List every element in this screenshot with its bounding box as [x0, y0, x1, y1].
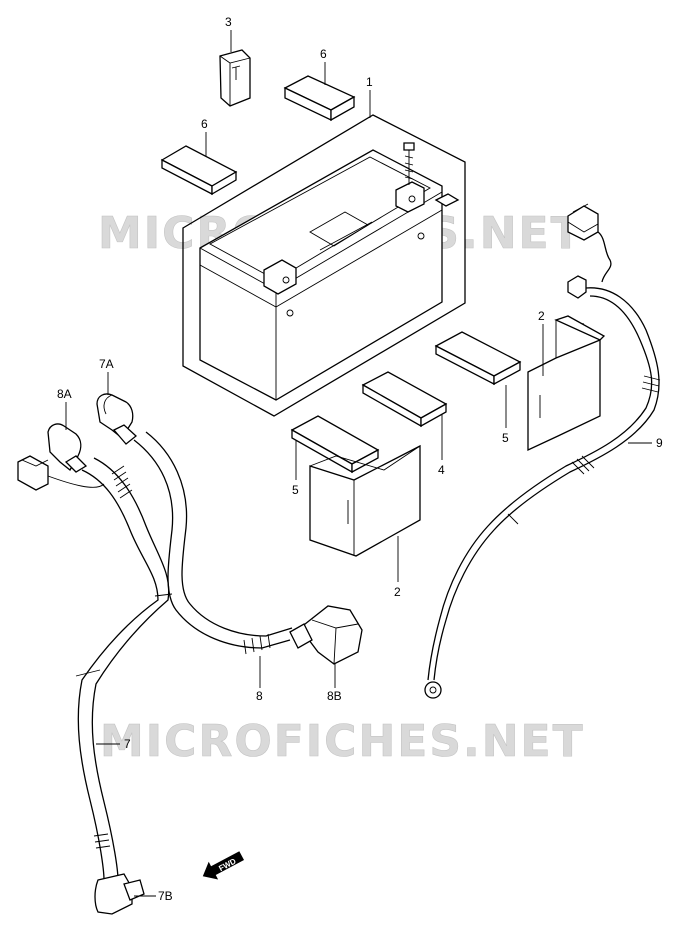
- callout-5-left: 5: [292, 483, 299, 497]
- callout-1: 1: [366, 75, 373, 89]
- part-2-cover-left: [309, 444, 421, 557]
- callout-8A: 8A: [57, 387, 72, 401]
- callout-7: 7: [124, 737, 131, 751]
- watermark-bottom: MICROFICHES.NET: [100, 716, 585, 767]
- part-6-pad-lower: [160, 145, 238, 196]
- callout-6-lower: 6: [201, 117, 208, 131]
- callout-8: 8: [256, 689, 263, 703]
- part-2-cover-right: [527, 315, 606, 452]
- part-5-pad-left: [290, 415, 380, 474]
- callout-6-upper: 6: [320, 47, 327, 61]
- callout-9: 9: [656, 436, 663, 450]
- part-9-cable: [424, 203, 661, 699]
- part-4-pad: [361, 371, 448, 428]
- harness-assembly: [17, 393, 363, 915]
- part-6-pad-upper: [283, 75, 356, 122]
- callout-3: 3: [225, 15, 232, 29]
- callout-7B: 7B: [158, 889, 173, 903]
- fwd-arrow-icon: FWD: [202, 851, 245, 880]
- callout-4: 4: [438, 463, 445, 477]
- callout-2-right: 2: [538, 309, 545, 323]
- part-1-battery: [182, 114, 466, 417]
- callout-7A: 7A: [99, 357, 114, 371]
- callout-2-left: 2: [394, 585, 401, 599]
- part-5-pad-right: [434, 331, 522, 386]
- part-3-pad: [219, 49, 251, 107]
- callout-8B: 8B: [327, 689, 342, 703]
- callout-5-right: 5: [502, 431, 509, 445]
